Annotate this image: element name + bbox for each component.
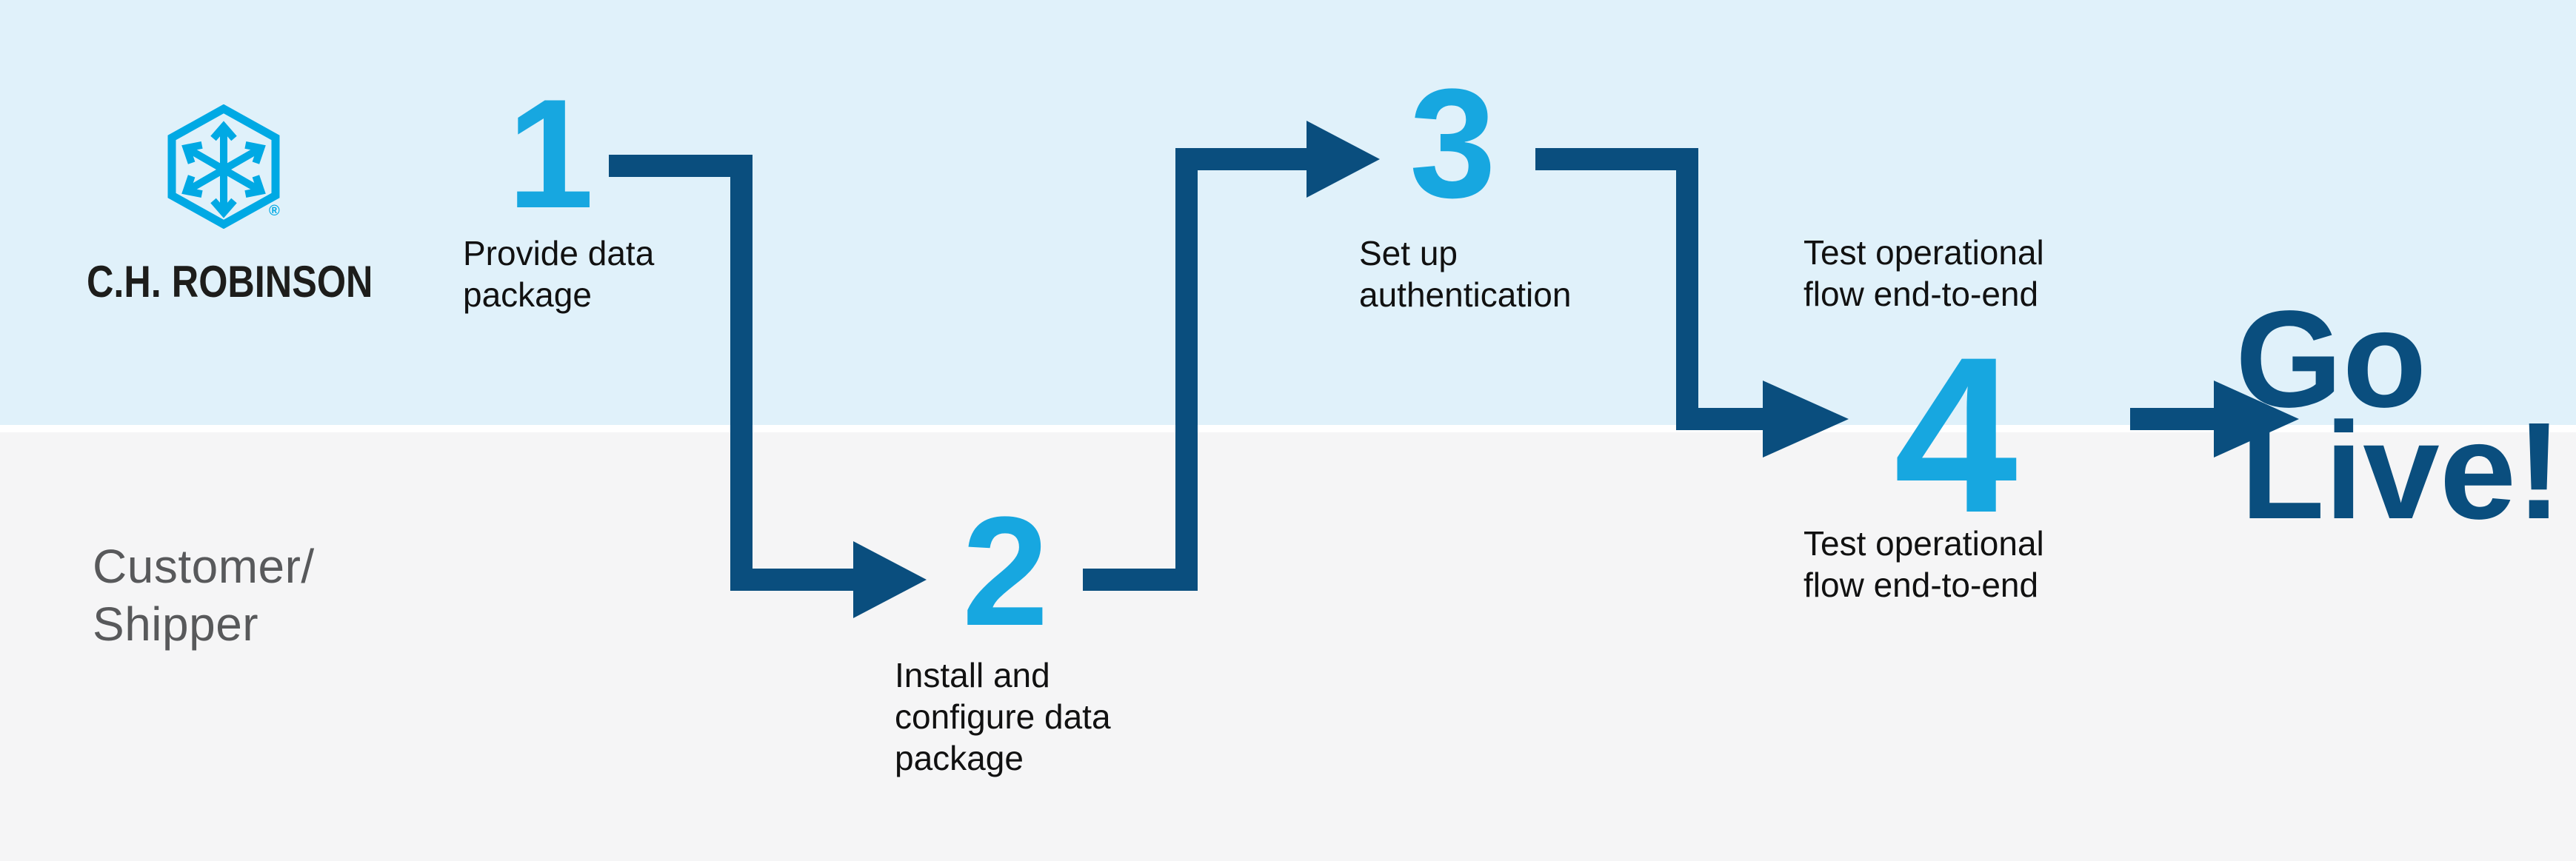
chrobinson-wordmark: C.H. ROBINSON: [87, 257, 373, 306]
connector-step2-to-step3: [1083, 121, 1380, 591]
customer-lane-band: [0, 432, 2576, 861]
step4-label-below: Test operational flow end-to-end: [1803, 523, 2044, 606]
arrowhead-icon: [1763, 381, 1849, 458]
go-live-line1: Go: [2235, 283, 2427, 436]
connector-step1-to-step2: [609, 155, 927, 618]
step1-label-line1: Provide data: [463, 234, 655, 272]
step3-number: 3: [1409, 56, 1496, 230]
registered-trademark-symbol: ®: [269, 203, 280, 219]
step1-label: Provide data package: [463, 232, 654, 315]
step2-label-line3: package: [895, 739, 1024, 777]
lane-label-line2: Shipper: [93, 597, 259, 651]
chrobinson-lane-band: [0, 0, 2576, 425]
step4-label-above-line2: flow end-to-end: [1803, 275, 2039, 313]
lane-label-line1: Customer/: [93, 540, 315, 593]
step4-number: 4: [1894, 310, 2018, 559]
connector-step4-to-golive: [2130, 381, 2299, 458]
step3-label: Set up authentication: [1359, 232, 1571, 315]
arrowhead-icon: [2214, 381, 2299, 458]
chrobinson-hexagon-arrows-icon: [167, 104, 280, 229]
step4-label-above-line1: Test operational: [1803, 233, 2044, 272]
step2-label-line1: Install and: [895, 656, 1050, 694]
step4-label-below-line1: Test operational: [1803, 524, 2044, 563]
step2-number: 2: [962, 484, 1049, 658]
step3-label-line1: Set up: [1359, 234, 1458, 272]
arrowhead-icon: [853, 541, 927, 618]
step1-number: 1: [507, 67, 594, 241]
step2-label-line2: configure data: [895, 697, 1111, 736]
step4-label-below-line2: flow end-to-end: [1803, 566, 2039, 604]
arrowhead-icon: [1307, 121, 1380, 198]
step4-label-above: Test operational flow end-to-end: [1803, 232, 2044, 315]
connector-step3-to-step4: [1535, 148, 1849, 458]
customer-shipper-lane-label: Customer/ Shipper: [93, 537, 315, 653]
step1-label-line2: package: [463, 275, 592, 314]
lane-divider: [0, 425, 2576, 432]
step3-label-line2: authentication: [1359, 275, 1572, 314]
step2-label: Install and configure data package: [895, 654, 1111, 779]
go-live-line2: Live!: [2240, 395, 2563, 548]
